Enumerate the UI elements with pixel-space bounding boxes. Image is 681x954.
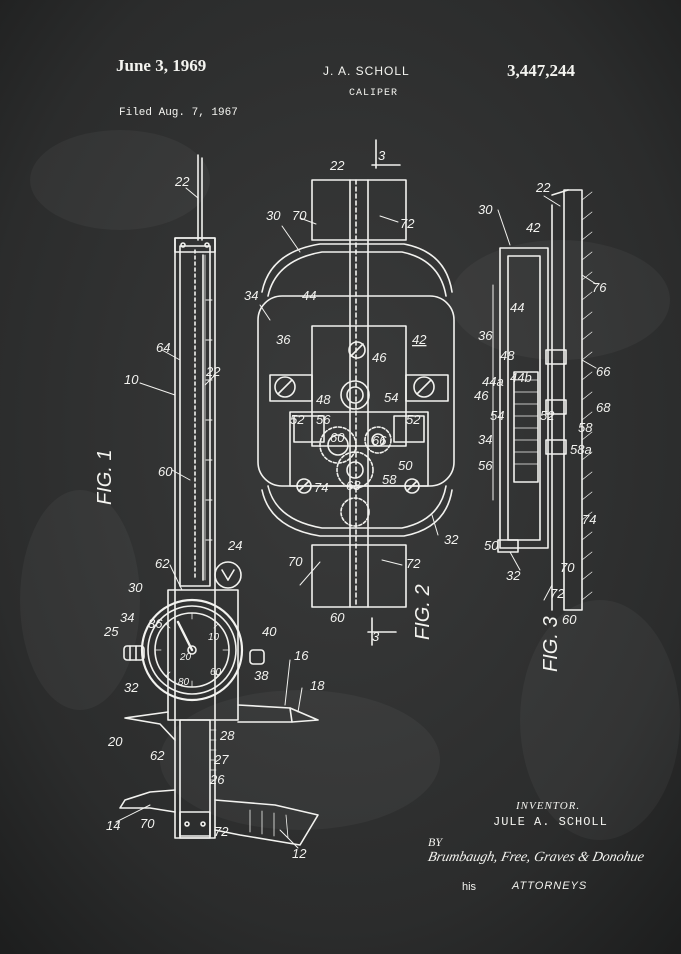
svg-text:58: 58: [578, 420, 593, 435]
attorney-signature: Brumbaugh, Free, Graves & Donohue: [426, 850, 646, 865]
attorneys-label: ATTORNEYS: [512, 880, 588, 892]
svg-text:70: 70: [292, 208, 307, 223]
patent-title: CALIPER: [349, 88, 399, 99]
svg-text:52: 52: [406, 412, 421, 427]
svg-text:3: 3: [378, 148, 386, 163]
his-label: his: [462, 881, 477, 893]
filed-date: Filed Aug. 7, 1967: [119, 107, 238, 119]
svg-text:80: 80: [178, 677, 190, 688]
svg-text:38: 38: [254, 668, 269, 683]
svg-text:34: 34: [478, 432, 492, 447]
svg-text:34: 34: [120, 610, 134, 625]
svg-text:76: 76: [592, 280, 607, 295]
svg-text:48: 48: [500, 348, 515, 363]
svg-text:44a: 44a: [482, 374, 504, 389]
svg-text:22: 22: [205, 364, 221, 379]
svg-text:50: 50: [398, 458, 413, 473]
svg-text:60: 60: [330, 610, 345, 625]
svg-text:46: 46: [474, 388, 489, 403]
inventor-name: JULE A. SCHOLL: [493, 815, 608, 829]
svg-text:36: 36: [276, 332, 291, 347]
fig2-mechanism-drawing: [257, 139, 455, 646]
svg-text:40: 40: [262, 624, 277, 639]
svg-text:60: 60: [158, 464, 173, 479]
svg-text:27: 27: [213, 752, 229, 767]
svg-text:52: 52: [540, 408, 555, 423]
svg-text:68: 68: [346, 478, 361, 493]
svg-text:46: 46: [372, 350, 387, 365]
fig1-label: FIG. 1: [94, 449, 116, 505]
svg-text:36: 36: [478, 328, 493, 343]
svg-text:44b: 44b: [510, 370, 532, 385]
svg-text:20: 20: [107, 734, 123, 749]
svg-text:34: 34: [244, 288, 258, 303]
svg-text:72: 72: [214, 824, 229, 839]
svg-text:22: 22: [329, 158, 345, 173]
svg-text:14: 14: [106, 818, 120, 833]
svg-text:26: 26: [209, 772, 225, 787]
svg-text:20: 20: [179, 652, 192, 663]
svg-text:62: 62: [150, 748, 165, 763]
svg-text:72: 72: [550, 586, 565, 601]
svg-text:42: 42: [412, 332, 427, 347]
svg-text:64: 64: [156, 340, 170, 355]
svg-text:18: 18: [310, 678, 325, 693]
svg-text:10: 10: [124, 372, 139, 387]
svg-text:22: 22: [174, 174, 190, 189]
fig1-caliper-drawing: [115, 154, 319, 849]
svg-text:56: 56: [316, 412, 331, 427]
svg-text:70: 70: [560, 560, 575, 575]
svg-text:70: 70: [140, 816, 155, 831]
fig2-label: FIG. 2: [412, 584, 434, 640]
inventor-label: INVENTOR.: [516, 800, 581, 812]
patent-number: 3,447,244: [507, 61, 575, 80]
svg-text:74: 74: [314, 480, 328, 495]
svg-text:56: 56: [478, 458, 493, 473]
by-label: BY: [428, 835, 443, 849]
svg-text:72: 72: [400, 216, 415, 231]
svg-text:10: 10: [208, 632, 220, 643]
svg-text:32: 32: [444, 532, 459, 547]
svg-text:68: 68: [596, 400, 611, 415]
svg-text:28: 28: [219, 728, 235, 743]
reference-numerals: 22 64 10 22 60 24 62 30 34 36 25 40 16 1…: [103, 148, 611, 861]
svg-text:66: 66: [372, 433, 387, 448]
svg-text:60: 60: [210, 667, 222, 678]
svg-text:32: 32: [506, 568, 521, 583]
svg-text:54: 54: [490, 408, 504, 423]
svg-text:44: 44: [302, 288, 316, 303]
svg-text:30: 30: [128, 580, 143, 595]
svg-text:42: 42: [526, 220, 541, 235]
svg-text:50: 50: [484, 538, 499, 553]
svg-text:70: 70: [288, 554, 303, 569]
svg-text:58a: 58a: [570, 442, 592, 457]
svg-text:66: 66: [596, 364, 611, 379]
svg-text:30: 30: [478, 202, 493, 217]
svg-text:16: 16: [294, 648, 309, 663]
svg-text:60: 60: [562, 612, 577, 627]
svg-text:52: 52: [290, 412, 305, 427]
svg-text:32: 32: [124, 680, 139, 695]
svg-text:54: 54: [384, 390, 398, 405]
svg-text:60: 60: [330, 430, 345, 445]
svg-text:30: 30: [266, 208, 281, 223]
svg-text:74: 74: [582, 512, 596, 527]
svg-text:48: 48: [316, 392, 331, 407]
fig3-section-drawing: [492, 189, 597, 611]
svg-text:24: 24: [227, 538, 242, 553]
svg-text:72: 72: [406, 556, 421, 571]
inventor-short-name: J. A. SCHOLL: [323, 64, 410, 78]
svg-text:25: 25: [103, 624, 119, 639]
fig3-label: FIG. 3: [540, 616, 562, 672]
svg-text:44: 44: [510, 300, 524, 315]
svg-text:58: 58: [382, 472, 397, 487]
svg-text:62: 62: [155, 556, 170, 571]
svg-text:36: 36: [148, 616, 163, 631]
svg-text:22: 22: [535, 180, 551, 195]
svg-text:3: 3: [372, 629, 380, 644]
patent-date: June 3, 1969: [116, 56, 207, 75]
svg-text:12: 12: [292, 846, 307, 861]
